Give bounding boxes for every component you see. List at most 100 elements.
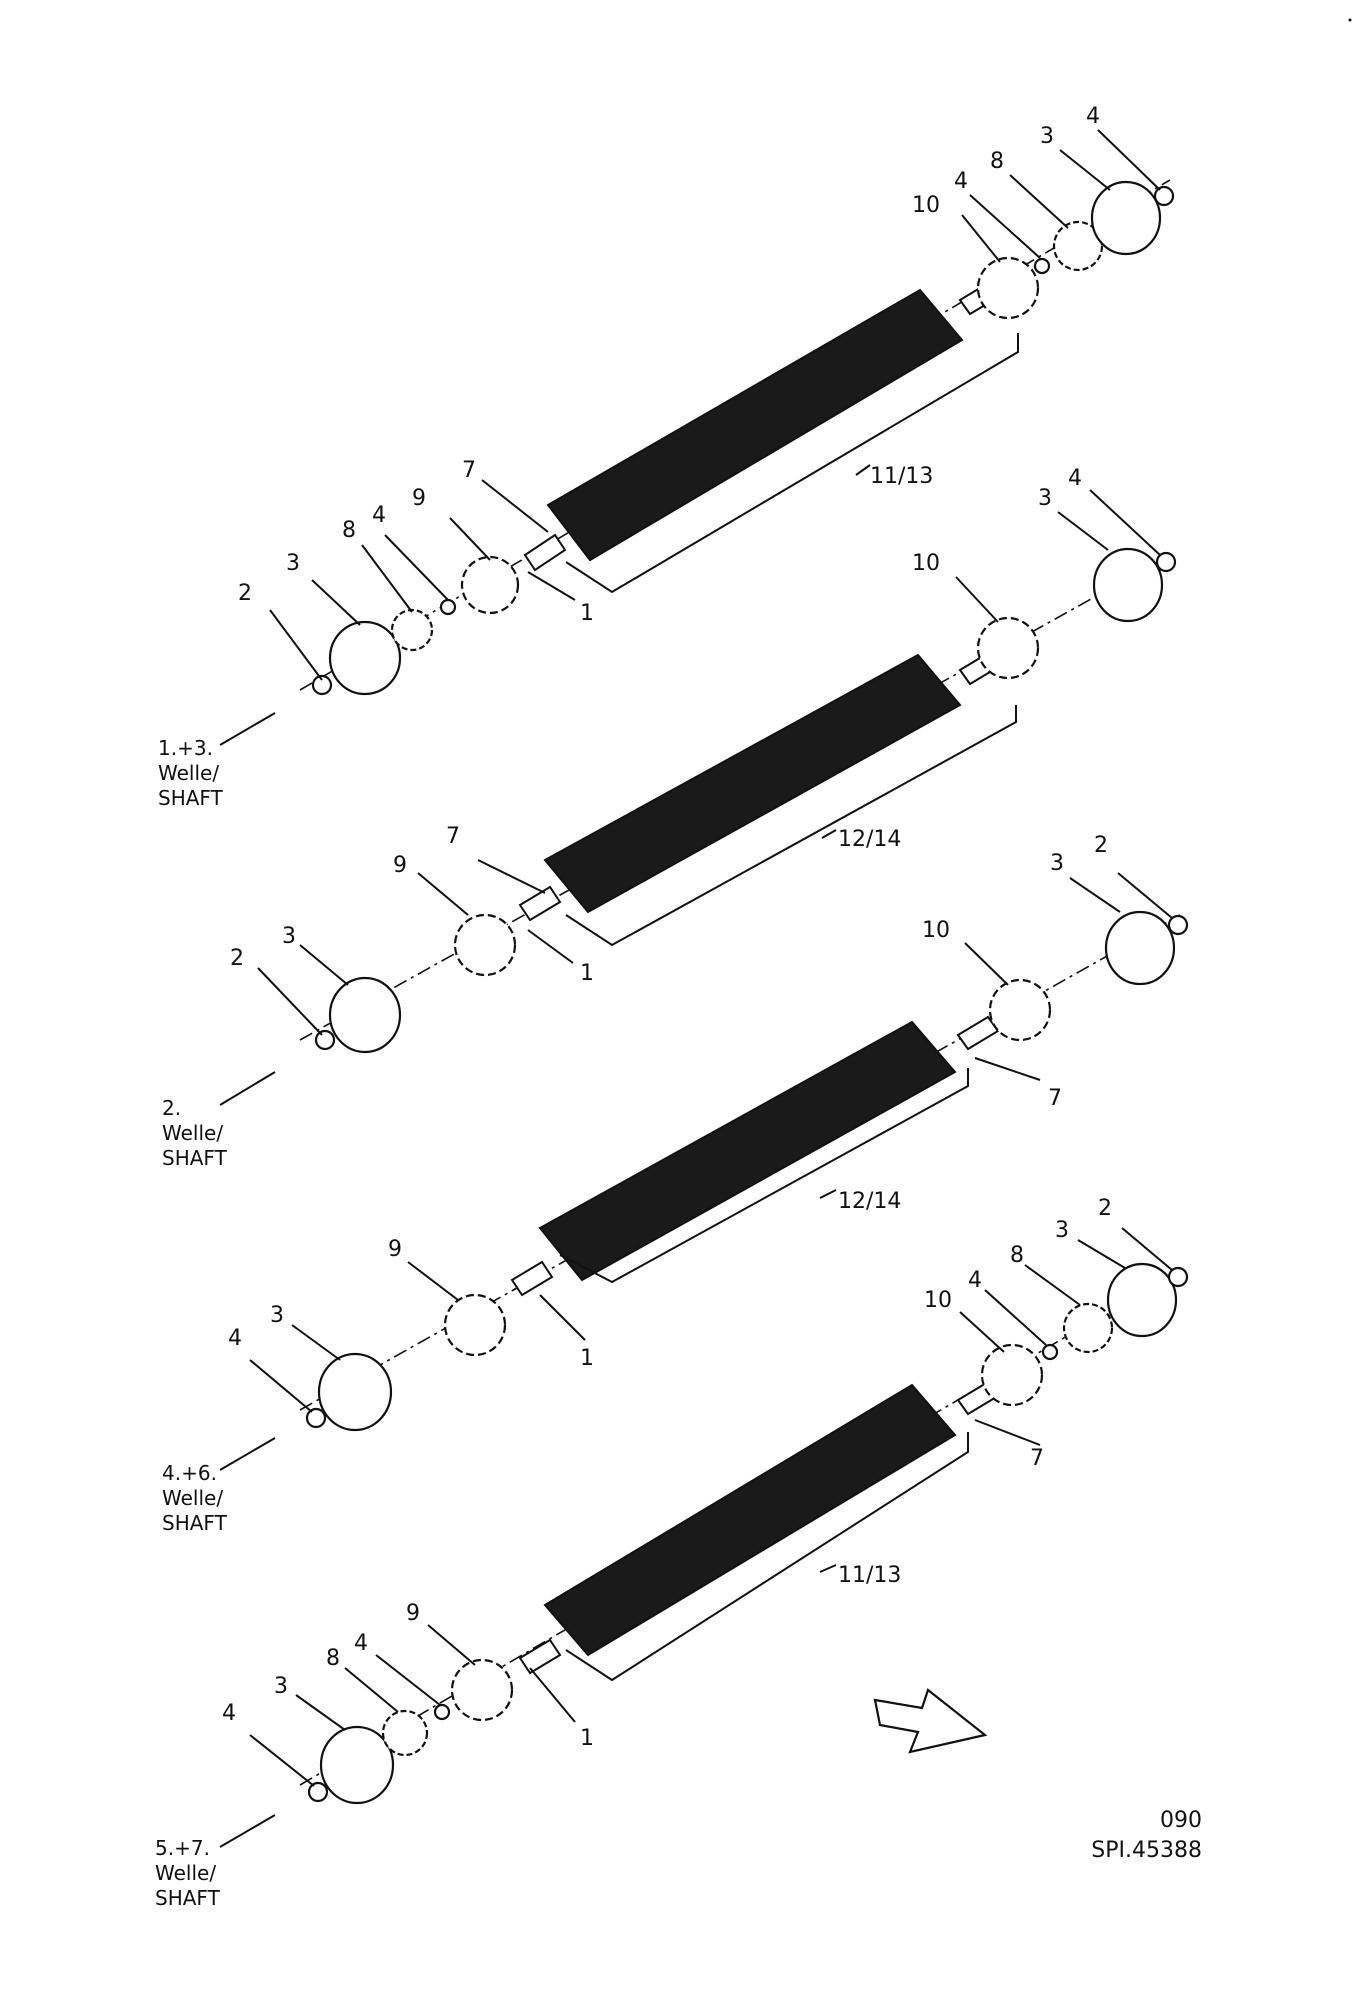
roller-bracket: [565, 1432, 969, 1682]
callout-left-star-small: 8: [342, 518, 356, 543]
callout-shaft: 1: [580, 1726, 594, 1751]
callout-right-disc: 3: [1038, 486, 1052, 511]
nut-right: [1167, 1266, 1189, 1288]
assembly-1: 2 3 8 4 9 7 1 11/13 10 4 8 3 4 1.+3. Wel…: [158, 104, 1175, 810]
roller-bracket: [565, 333, 1019, 594]
leader: [299, 944, 349, 986]
star-wheel-small-left: [381, 1709, 429, 1757]
nut-left: [311, 674, 333, 696]
leader: [1097, 129, 1161, 191]
callout-right-star-small: 8: [990, 149, 1004, 174]
brush-roller: [543, 1383, 957, 1657]
leader: [449, 517, 491, 561]
shaft-end-left: [523, 533, 567, 572]
caption-line-1: 1.+3.: [158, 736, 213, 760]
end-disc-left: [319, 1725, 395, 1805]
callout-right-nut: 2: [1098, 1196, 1112, 1221]
callout-roller: 11/13: [870, 464, 933, 489]
assembly-3: 4 3 9 1 12/14 7 10 3 2 4.+6. Welle/ SHAF…: [162, 833, 1189, 1535]
caption-line-2: Welle/: [158, 761, 219, 785]
callout-right-washer: 4: [954, 169, 968, 194]
leader: [527, 571, 576, 601]
callout-right-nut: 4: [1086, 104, 1100, 129]
callout-right-nut: 4: [1068, 466, 1082, 491]
callout-right-washer: 4: [968, 1268, 982, 1293]
leader: [1024, 1264, 1081, 1306]
caption-line-3: SHAFT: [162, 1146, 228, 1170]
assembly-4: 4 3 8 4 9 1 11/13 7 10 4 8 3 2 5.+7. Wel…: [155, 1196, 1189, 1910]
leader: [969, 194, 1041, 259]
leader: [384, 534, 449, 601]
shaft-end-right: [956, 1015, 1000, 1051]
callout-shaft: 1: [580, 1346, 594, 1371]
leader: [311, 579, 361, 626]
callout-roller: 12/14: [838, 827, 901, 852]
leader: [529, 1667, 576, 1723]
callout-left-star-small: 8: [326, 1646, 340, 1671]
nut-right: [1155, 551, 1177, 573]
callout-right-nut: 2: [1094, 833, 1108, 858]
leader: [1077, 1239, 1126, 1269]
star-wheel-small-left: [390, 608, 434, 652]
callout-right-star-big: 10: [922, 918, 950, 943]
callout-right-star-big: 10: [924, 1288, 952, 1313]
callout-left-nut: 4: [228, 1326, 242, 1351]
callout-left-end: 7: [446, 824, 460, 849]
leader: [427, 1624, 476, 1666]
callout-right-end: 7: [1048, 1086, 1062, 1111]
leader: [821, 829, 837, 839]
leader: [527, 929, 574, 964]
leader: [269, 609, 323, 681]
caption-arrow: [219, 1814, 276, 1848]
end-disc-left: [328, 976, 402, 1054]
leader: [407, 1261, 459, 1301]
corner-mark: [1348, 18, 1352, 22]
callout-roller: 11/13: [838, 1563, 901, 1588]
caption-line-1: 2.: [162, 1096, 181, 1120]
end-disc-left: [328, 620, 402, 696]
caption-line-3: SHAFT: [158, 786, 224, 810]
leader: [539, 1294, 586, 1341]
callout-left-nut: 2: [230, 946, 244, 971]
callout-right-star-big: 10: [912, 551, 940, 576]
nut-left: [305, 1407, 327, 1429]
brush-roller: [546, 288, 964, 562]
brush-roller: [538, 1020, 957, 1282]
leader: [974, 1057, 1041, 1081]
washer-right: [1033, 257, 1051, 275]
star-wheel-large-right: [976, 256, 1040, 320]
leader: [1009, 174, 1069, 229]
callout-right-disc: 3: [1050, 851, 1064, 876]
nut-left: [307, 1781, 329, 1803]
end-disc-right: [1104, 910, 1176, 986]
hollow-arrow-icon: [873, 1688, 988, 1754]
caption-arrow: [219, 1071, 276, 1106]
leader: [1069, 877, 1121, 913]
leader: [477, 859, 546, 894]
drawing-code: 090: [1160, 1808, 1202, 1833]
caption-line-2: Welle/: [162, 1486, 223, 1510]
callout-left-star-big: 9: [406, 1601, 420, 1626]
leader: [961, 214, 1001, 263]
callout-left-star-big: 9: [388, 1237, 402, 1262]
end-disc-right: [1106, 1262, 1178, 1338]
star-wheel-large-left: [453, 913, 517, 977]
leader: [855, 464, 871, 476]
callout-right-disc: 3: [1040, 124, 1054, 149]
star-wheel-large-left: [450, 1658, 514, 1722]
star-wheel-large-right: [976, 616, 1040, 680]
leader: [375, 1654, 441, 1706]
callout-left-star-big: 9: [393, 853, 407, 878]
nut-right: [1167, 914, 1189, 936]
callout-right-disc: 3: [1055, 1218, 1069, 1243]
leader: [1121, 1227, 1173, 1271]
callout-left-nut: 2: [238, 581, 252, 606]
assembly-2: 2 3 9 7 1 12/14 10 3 4 2. Welle/ SHAFT: [162, 466, 1177, 1170]
callout-left-disc: 3: [270, 1303, 284, 1328]
caption-line-1: 4.+6.: [162, 1461, 217, 1485]
leader: [974, 1419, 1041, 1446]
leader: [1059, 149, 1111, 191]
caption-line-3: SHAFT: [162, 1511, 228, 1535]
star-wheel-large-left: [443, 1293, 507, 1357]
